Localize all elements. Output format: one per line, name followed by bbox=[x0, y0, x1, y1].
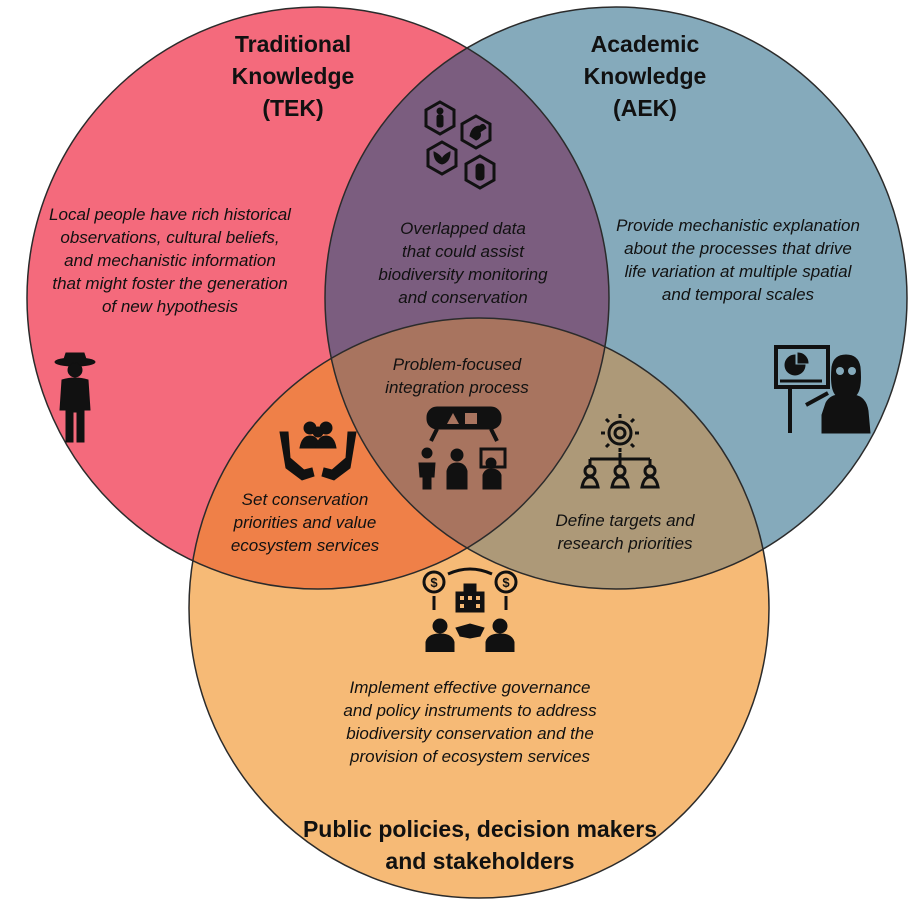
center-description: Problem-focused integration process bbox=[385, 355, 529, 397]
svg-text:$: $ bbox=[430, 575, 438, 590]
svg-text:$: $ bbox=[502, 575, 510, 590]
tek-policy-overlap bbox=[189, 318, 609, 589]
tek-aek-description: Overlapped data that could assist biodiv… bbox=[378, 219, 548, 307]
tek-title: Traditional Knowledge (TEK) bbox=[231, 31, 355, 121]
aek-description: Provide mechanistic explanation about th… bbox=[616, 216, 860, 304]
gear-hierarchy-icon bbox=[580, 414, 660, 489]
integration-meeting-icon bbox=[418, 406, 507, 490]
tek-policy-description: Set conservation priorities and value ec… bbox=[230, 490, 380, 555]
biodiversity-hexagons-icon bbox=[424, 100, 496, 190]
aek-title: Academic Knowledge (AEK) bbox=[583, 31, 707, 121]
policy-description: Implement effective governance and polic… bbox=[343, 678, 597, 766]
teacher-presentation-icon bbox=[774, 345, 871, 434]
governance-handshake-icon: $ $ bbox=[422, 567, 518, 652]
hands-people-icon bbox=[279, 421, 357, 481]
tek-description: Local people have rich historical observ… bbox=[49, 205, 291, 316]
aek-policy-description: Define targets and research priorities bbox=[555, 511, 695, 553]
policy-title: Public policies, decision makers and sta… bbox=[302, 816, 658, 874]
ranger-person-icon bbox=[54, 352, 96, 443]
